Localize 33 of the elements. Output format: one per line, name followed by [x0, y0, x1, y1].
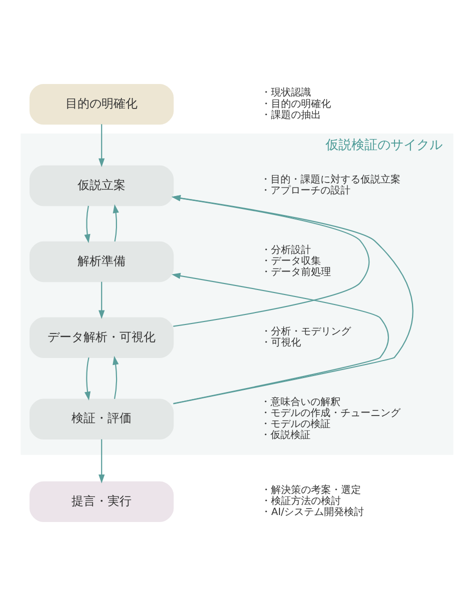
node-label: ・データ収集 — [261, 256, 322, 267]
arrow — [98, 438, 105, 483]
node-box: 目的の明確化 — [30, 83, 174, 124]
arrow — [172, 194, 370, 326]
arrow — [98, 124, 105, 167]
node-box: 検証・評価 — [30, 398, 174, 439]
node-label: ・可視化 — [261, 337, 302, 348]
node-box: データ解析・可視化 — [30, 316, 174, 358]
node-label: ・モデルの検証 — [260, 418, 331, 430]
node-label: ・データ前処理 — [261, 266, 332, 278]
node-label: ・課題の抽出 — [261, 109, 322, 120]
arrow — [172, 272, 389, 404]
node-label: ・解決策の考案・選定 — [261, 484, 362, 496]
node-box: 仮説立案 — [30, 164, 174, 206]
node-label: ・検証方法の検討 — [261, 496, 342, 507]
node-label: ・AI/システム開発検討 — [261, 506, 364, 518]
node-label: ・分析設計 — [261, 244, 312, 256]
node-label: ・仮説検証 — [260, 430, 311, 441]
node-label: ・モデルの作成・チューニング — [260, 408, 401, 419]
node-box: 解析準備 — [30, 240, 174, 282]
arrow — [98, 281, 105, 319]
arrow — [112, 355, 119, 398]
arrow — [84, 356, 91, 400]
node-label: ・目的・課題に対する仮説立案 — [260, 174, 401, 186]
node-label: ・意味合いの解釈 — [260, 396, 341, 408]
arrow — [84, 205, 90, 243]
node-label: ・アプローチの設計 — [260, 185, 351, 196]
node-label: ・現状認識 — [261, 87, 312, 98]
arrow — [172, 194, 414, 404]
node-label: ・目的の明確化 — [261, 98, 332, 110]
node-label: ・分析・モデリング — [261, 326, 352, 338]
arrow — [112, 204, 119, 242]
node-box: 提言・実行 — [30, 480, 174, 522]
